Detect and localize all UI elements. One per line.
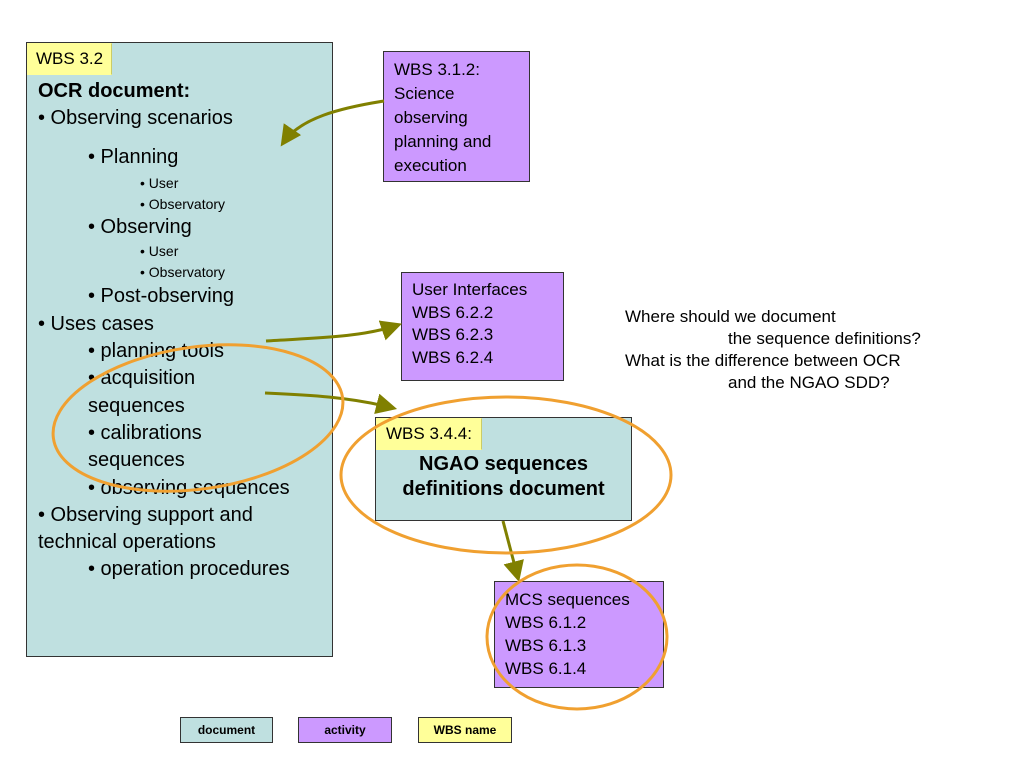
ocr-item: • Uses cases [38,313,154,335]
ocr-item: • operation procedures [88,558,290,580]
wbs-tag: WBS 3.2 [27,43,113,75]
box-line: MCS sequences [505,590,630,609]
ngao-title-line: NGAO sequences [419,453,588,475]
ocr-item: • Observing scenarios [38,107,233,129]
science-activity-box: WBS 3.1.2: Science observing planning an… [383,51,530,182]
box-line: WBS 6.2.4 [412,347,494,367]
ocr-item: sequences [88,395,185,417]
legend-activity: activity [298,717,392,743]
ocr-item: sequences [88,449,185,471]
ocr-item: • User [140,175,179,191]
ocr-item: • User [140,243,179,259]
box-line: WBS 6.1.4 [505,659,587,678]
question-line: Where should we document [625,307,836,326]
mcs-sequences-box: MCS sequences WBS 6.1.2 WBS 6.1.3 WBS 6.… [494,581,664,688]
ocr-item: • observing sequences [88,477,290,499]
ocr-item: technical operations [38,531,216,553]
ocr-item: • Post-observing [88,285,234,307]
ngao-title: NGAO sequences definitions document [376,452,631,502]
ocr-document-box: WBS 3.2 OCR document: • Observing scenar… [26,42,333,657]
ocr-item: • Planning [88,146,179,168]
box-line: WBS 6.1.2 [505,613,587,632]
legend-wbs-name: WBS name [418,717,512,743]
ngao-document-box: WBS 3.4.4: NGAO sequences definitions do… [375,417,632,521]
ocr-item: • Observatory [140,264,226,280]
question-line: What is the difference between OCR [625,351,901,370]
questions-text: Where should we document the sequence de… [625,306,921,394]
box-line: execution [394,156,467,175]
box-line: Science [394,84,455,103]
ocr-item: • planning tools [88,340,224,362]
wbs-tag: WBS 3.4.4: [376,418,482,450]
ocr-title: OCR document: [38,80,191,102]
box-line: WBS 6.2.2 [412,302,494,322]
box-line: WBS 6.1.3 [505,636,587,655]
box-line: WBS 6.2.3 [412,325,494,344]
ocr-item: • Observatory [140,196,226,212]
box-line: User Interfaces [412,280,528,299]
ocr-item: • acquisition [88,367,196,389]
ocr-item: • calibrations [88,422,202,444]
box-line: planning and [394,132,492,151]
ngao-title-line: definitions document [402,478,605,500]
box-line: WBS 3.1.2: [394,60,480,79]
question-line: the sequence definitions? [728,329,921,348]
ocr-item: • Observing support and [38,504,253,526]
box-line: observing [394,108,468,127]
ocr-item: • Observing [88,216,192,238]
question-line: and the NGAO SDD? [728,373,890,392]
user-interfaces-box: User Interfaces WBS 6.2.2 WBS 6.2.3 WBS … [401,272,564,381]
arrow-ngao-to-mcs [501,520,524,583]
legend-document: document [180,717,273,743]
